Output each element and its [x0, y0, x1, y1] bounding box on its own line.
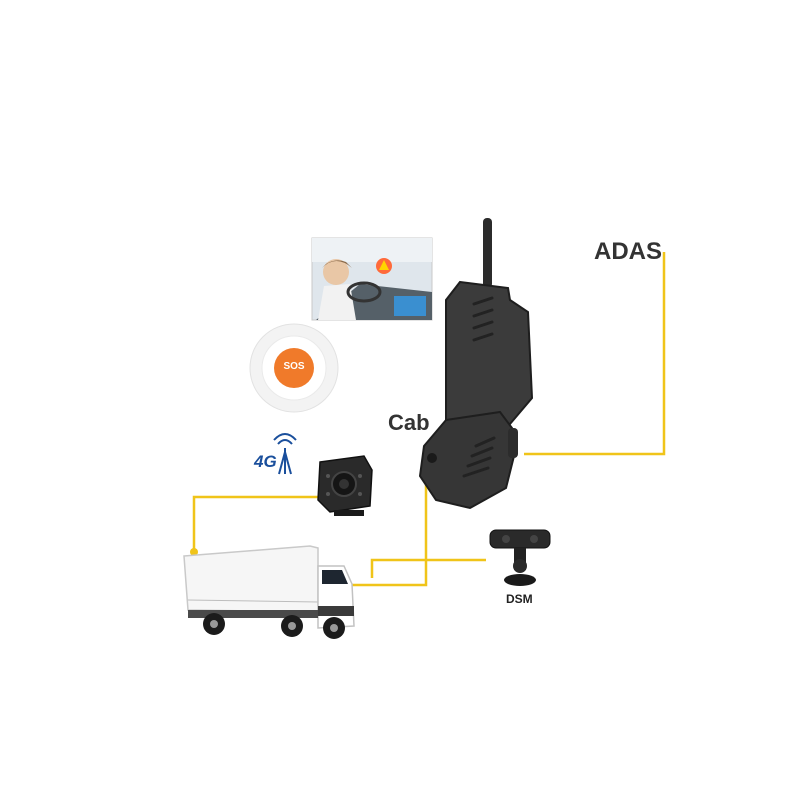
connector-adas [524, 252, 666, 456]
adas-label: ADAS [594, 238, 663, 265]
connector-cab [352, 476, 428, 587]
rear-camera-icon [317, 455, 373, 516]
device-lens [427, 453, 437, 463]
dsm-camera-icon [489, 529, 551, 586]
device-lower-body [418, 410, 516, 510]
connector-dot-truck-roof [190, 548, 198, 556]
driver-photo [311, 237, 433, 321]
network-label: 4G [254, 452, 277, 471]
driver-head [323, 259, 349, 285]
connector-lines [192, 252, 666, 587]
sos-button-icon [249, 323, 339, 413]
dsm-label: DSM [506, 592, 533, 606]
device-upper-body [445, 280, 534, 434]
dashcam-device [418, 218, 534, 510]
antenna [483, 218, 492, 288]
connector-rear-camera [192, 495, 318, 552]
truck-icon [183, 545, 355, 639]
vent-slots [462, 296, 496, 478]
cab-label: Cab [388, 410, 430, 435]
antenna-icon [273, 433, 297, 475]
device-side-knob [508, 428, 518, 458]
connector-dsm [370, 558, 486, 578]
sos-label: SOS [283, 361, 305, 372]
